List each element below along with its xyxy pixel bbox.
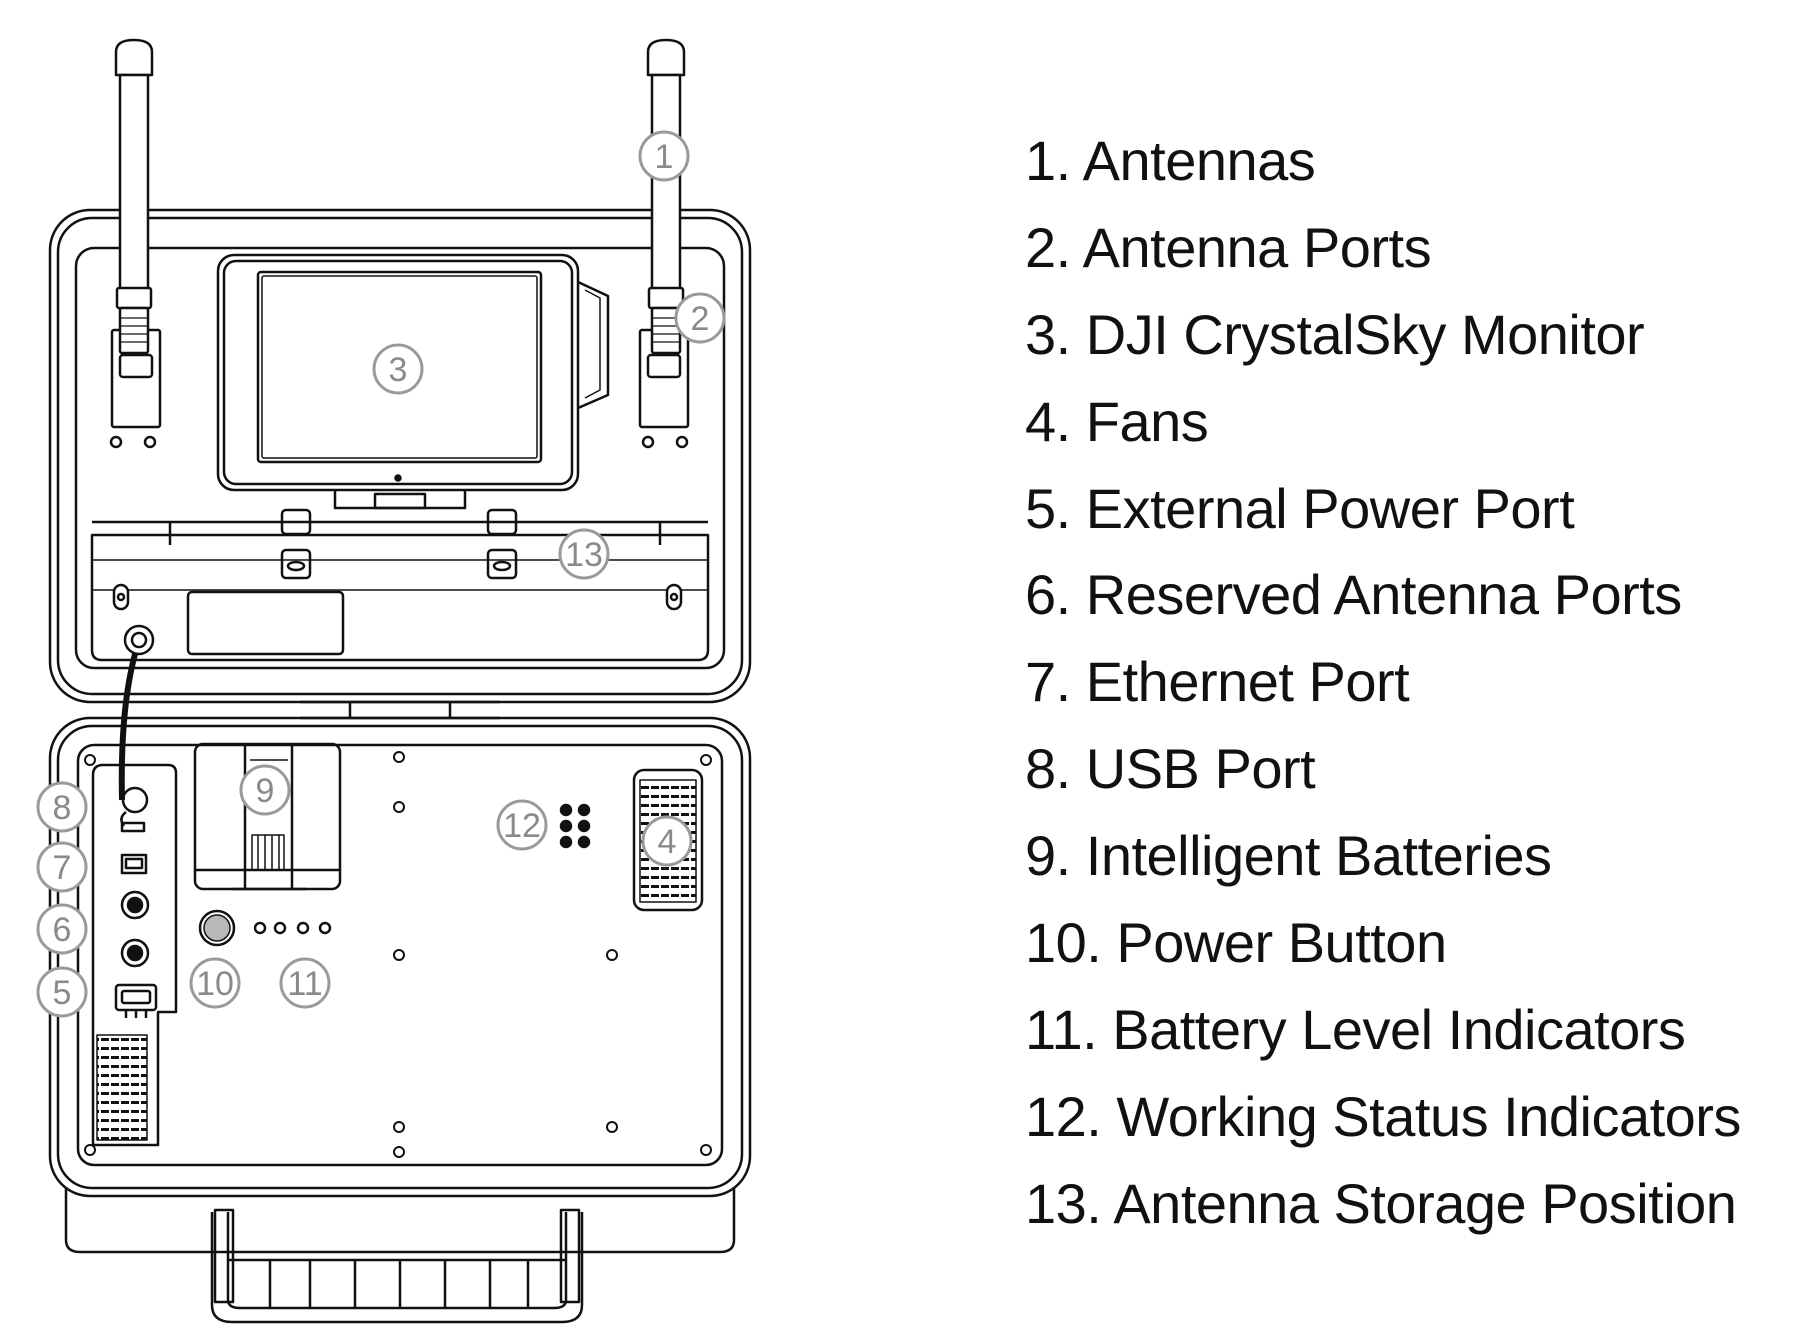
callout-10: 10 bbox=[189, 957, 241, 1009]
working-status-indicators bbox=[559, 803, 591, 849]
legend-item-external-power-port: 5. External Power Port bbox=[1025, 476, 1575, 540]
callout-9-label: 9 bbox=[256, 772, 275, 810]
legend-item-battery-level-indicators: 11. Battery Level Indicators bbox=[1025, 997, 1686, 1061]
legend-item-antenna-storage-position: 13. Antenna Storage Position bbox=[1025, 1171, 1737, 1235]
callout-11: 11 bbox=[279, 957, 331, 1009]
callout-12-label: 12 bbox=[503, 807, 541, 845]
crystalsky-monitor bbox=[216, 253, 610, 510]
side-port-panel bbox=[91, 763, 178, 1147]
callout-2-label: 2 bbox=[691, 300, 710, 338]
callout-7-label: 7 bbox=[53, 849, 72, 887]
legend-item-antennas: 1. Antennas bbox=[1025, 129, 1316, 192]
callout-1-label: 1 bbox=[655, 138, 674, 176]
legend-item-power-button: 10. Power Button bbox=[1025, 911, 1447, 975]
monitor-mount-feet bbox=[280, 508, 518, 580]
callout-6-label: 6 bbox=[53, 911, 72, 949]
case-lid bbox=[48, 208, 752, 704]
callout-10-label: 10 bbox=[196, 965, 234, 1003]
callout-7: 7 bbox=[36, 841, 88, 893]
callout-6: 6 bbox=[36, 903, 88, 955]
legend-item-usb-port: 8. USB Port bbox=[1025, 737, 1316, 801]
legend-item-antenna-ports: 2. Antenna Ports bbox=[1025, 215, 1432, 279]
usb-cable bbox=[118, 624, 155, 801]
callout-8-label: 8 bbox=[53, 789, 72, 827]
component-legend: 1. Antennas 2. Antenna Ports 3. DJI Crys… bbox=[1025, 118, 1785, 1248]
lid-screws bbox=[112, 583, 683, 611]
callout-3-label: 3 bbox=[389, 351, 408, 389]
ethernet-port bbox=[120, 853, 148, 875]
legend-item-crystalsky-monitor: 3. DJI CrystalSky Monitor bbox=[1025, 302, 1645, 366]
case-handle bbox=[210, 1208, 584, 1324]
callout-1: 1 bbox=[638, 130, 690, 182]
legend-item-ethernet-port: 7. Ethernet Port bbox=[1025, 650, 1410, 714]
callouts: 1 2 3 4 5 6 7 8 9 10 11 12 13 bbox=[36, 130, 726, 1018]
callout-12: 12 bbox=[496, 799, 548, 851]
legend-item-reserved-antenna-ports: 6. Reserved Antenna Ports bbox=[1025, 563, 1682, 627]
legend-item-intelligent-batteries: 9. Intelligent Batteries bbox=[1025, 824, 1552, 888]
usb-port bbox=[120, 786, 149, 833]
case-base bbox=[48, 716, 752, 1254]
callout-4: 4 bbox=[641, 815, 693, 867]
reserved-antenna-ports bbox=[120, 890, 150, 968]
base-screws bbox=[84, 751, 712, 1158]
external-power-port bbox=[114, 983, 158, 1018]
callout-9: 9 bbox=[239, 764, 291, 816]
callout-13-label: 13 bbox=[565, 536, 603, 574]
callout-5: 5 bbox=[36, 966, 88, 1018]
callout-11-label: 11 bbox=[287, 965, 322, 1003]
power-button bbox=[198, 909, 236, 947]
case-diagram: 1 2 3 4 5 6 7 8 9 10 11 12 13 bbox=[36, 38, 752, 1324]
battery-level-indicators bbox=[253, 921, 332, 935]
callout-3: 3 bbox=[372, 343, 424, 395]
legend-item-fans: 4. Fans bbox=[1025, 389, 1209, 453]
callout-2: 2 bbox=[674, 292, 726, 344]
antenna-left bbox=[114, 38, 154, 355]
callout-4-label: 4 bbox=[658, 823, 677, 861]
legend-item-working-status-indicators: 12. Working Status Indicators bbox=[1025, 1084, 1741, 1148]
intelligent-batteries bbox=[193, 742, 342, 891]
callout-8: 8 bbox=[36, 781, 88, 833]
callout-5-label: 5 bbox=[53, 974, 72, 1012]
callout-13: 13 bbox=[558, 528, 610, 580]
case-hinge bbox=[300, 700, 500, 720]
